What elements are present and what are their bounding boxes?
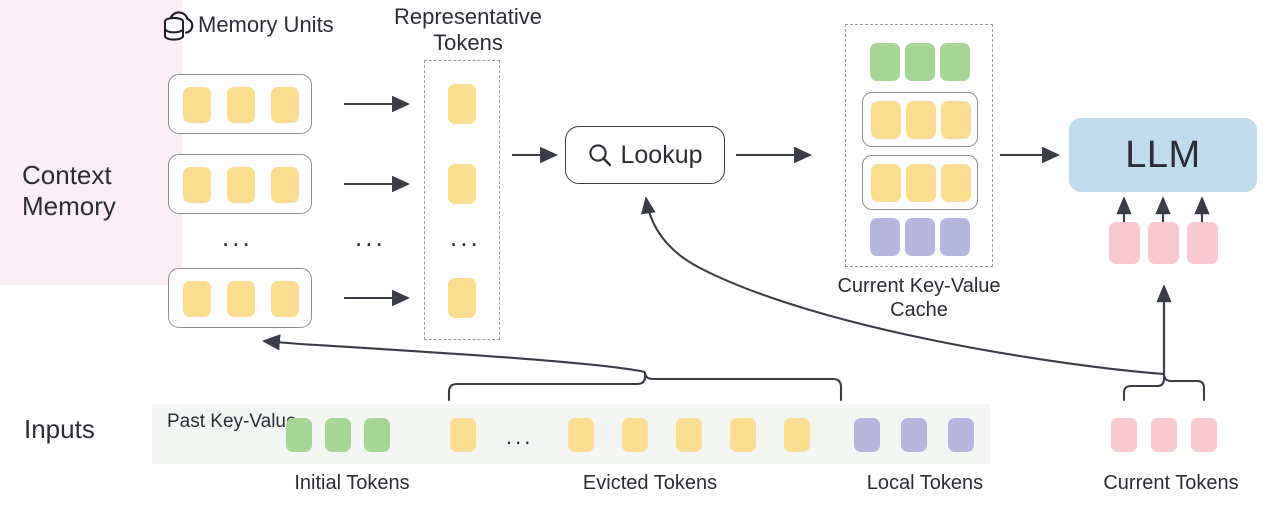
- input-token-local: [854, 418, 880, 452]
- cache-token-retrieved: [906, 164, 936, 202]
- input-token-evicted: [450, 418, 476, 452]
- memory-token: [271, 167, 299, 203]
- cache-token-local: [905, 218, 935, 256]
- input-token-initial: [364, 418, 390, 452]
- magnifier-icon: [587, 142, 613, 168]
- cloud-database-icon: [160, 5, 198, 47]
- cache-retrieved-unit[interactable]: [862, 155, 978, 210]
- memory-token: [227, 281, 255, 317]
- memory-units-ellipsis: ...: [222, 222, 253, 252]
- representative-tokens-box: [424, 60, 500, 340]
- input-token-local: [948, 418, 974, 452]
- caption-initial-tokens: Initial Tokens: [294, 472, 410, 494]
- current-token-to-llm-arrows: [1116, 196, 1210, 222]
- caption-local-tokens: Local Tokens: [866, 472, 984, 494]
- row-label-context-memory: Context Memory: [22, 160, 116, 221]
- cache-token-initial: [940, 43, 970, 81]
- caption-current-tokens: Current Tokens: [1103, 472, 1239, 494]
- caption-evicted-tokens: Evicted Tokens: [582, 472, 718, 494]
- cache-token-local: [870, 218, 900, 256]
- input-token-current: [1151, 418, 1177, 452]
- input-token-evicted: [622, 418, 648, 452]
- cache-token-retrieved: [941, 164, 971, 202]
- current-tokens-brace: [1122, 373, 1206, 402]
- cache-token-retrieved: [871, 164, 901, 202]
- llm-input-token: [1187, 222, 1218, 264]
- current-kv-cache-box: [845, 24, 993, 267]
- memory-token: [271, 87, 299, 123]
- cache-token-initial: [905, 43, 935, 81]
- input-token-local: [901, 418, 927, 452]
- representative-token: [448, 164, 476, 204]
- memory-token: [183, 87, 211, 123]
- evicted-tokens-brace: [447, 371, 843, 402]
- lookup-label: Lookup: [620, 140, 703, 169]
- memory-token: [183, 167, 211, 203]
- memory-unit[interactable]: [168, 154, 312, 214]
- memory-unit[interactable]: [168, 268, 312, 328]
- input-token-initial: [325, 418, 351, 452]
- cache-retrieved-unit[interactable]: [862, 92, 978, 147]
- current-kv-cache-caption: Current Key-Value Cache: [837, 275, 1001, 321]
- input-token-current: [1191, 418, 1217, 452]
- past-key-value-label: Past Key-Value: [167, 411, 297, 432]
- cache-token-retrieved: [871, 101, 901, 139]
- arrow-column-ellipsis: ...: [355, 222, 386, 252]
- representative-token: [448, 278, 476, 318]
- memory-token: [227, 87, 255, 123]
- memory-token: [183, 281, 211, 317]
- llm-block[interactable]: LLM: [1069, 118, 1257, 192]
- evicted-tokens-ellipsis: ...: [506, 424, 534, 449]
- evicted-to-memory-arrow: [261, 334, 646, 374]
- row-label-inputs: Inputs: [24, 414, 95, 444]
- representative-tokens-ellipsis: ...: [450, 222, 481, 252]
- memory-to-rep-arrows: [344, 95, 411, 307]
- cache-token-initial: [870, 43, 900, 81]
- input-token-evicted: [568, 418, 594, 452]
- lookup-button[interactable]: Lookup: [565, 126, 725, 184]
- context-memory-region: [0, 0, 182, 285]
- input-token-initial: [286, 418, 312, 452]
- memory-token: [227, 167, 255, 203]
- cache-token-local: [940, 218, 970, 256]
- representative-tokens-title: Representative Tokens: [394, 4, 542, 55]
- llm-label: LLM: [1125, 133, 1201, 176]
- input-token-current: [1111, 418, 1137, 452]
- memory-token: [271, 281, 299, 317]
- representative-token: [448, 84, 476, 124]
- memory-unit[interactable]: [168, 74, 312, 134]
- memory-units-title: Memory Units: [198, 12, 334, 37]
- input-token-evicted: [784, 418, 810, 452]
- cache-token-retrieved: [941, 101, 971, 139]
- llm-input-token: [1148, 222, 1179, 264]
- cache-token-retrieved: [906, 101, 936, 139]
- input-token-evicted: [730, 418, 756, 452]
- input-token-evicted: [676, 418, 702, 452]
- llm-input-token: [1109, 222, 1140, 264]
